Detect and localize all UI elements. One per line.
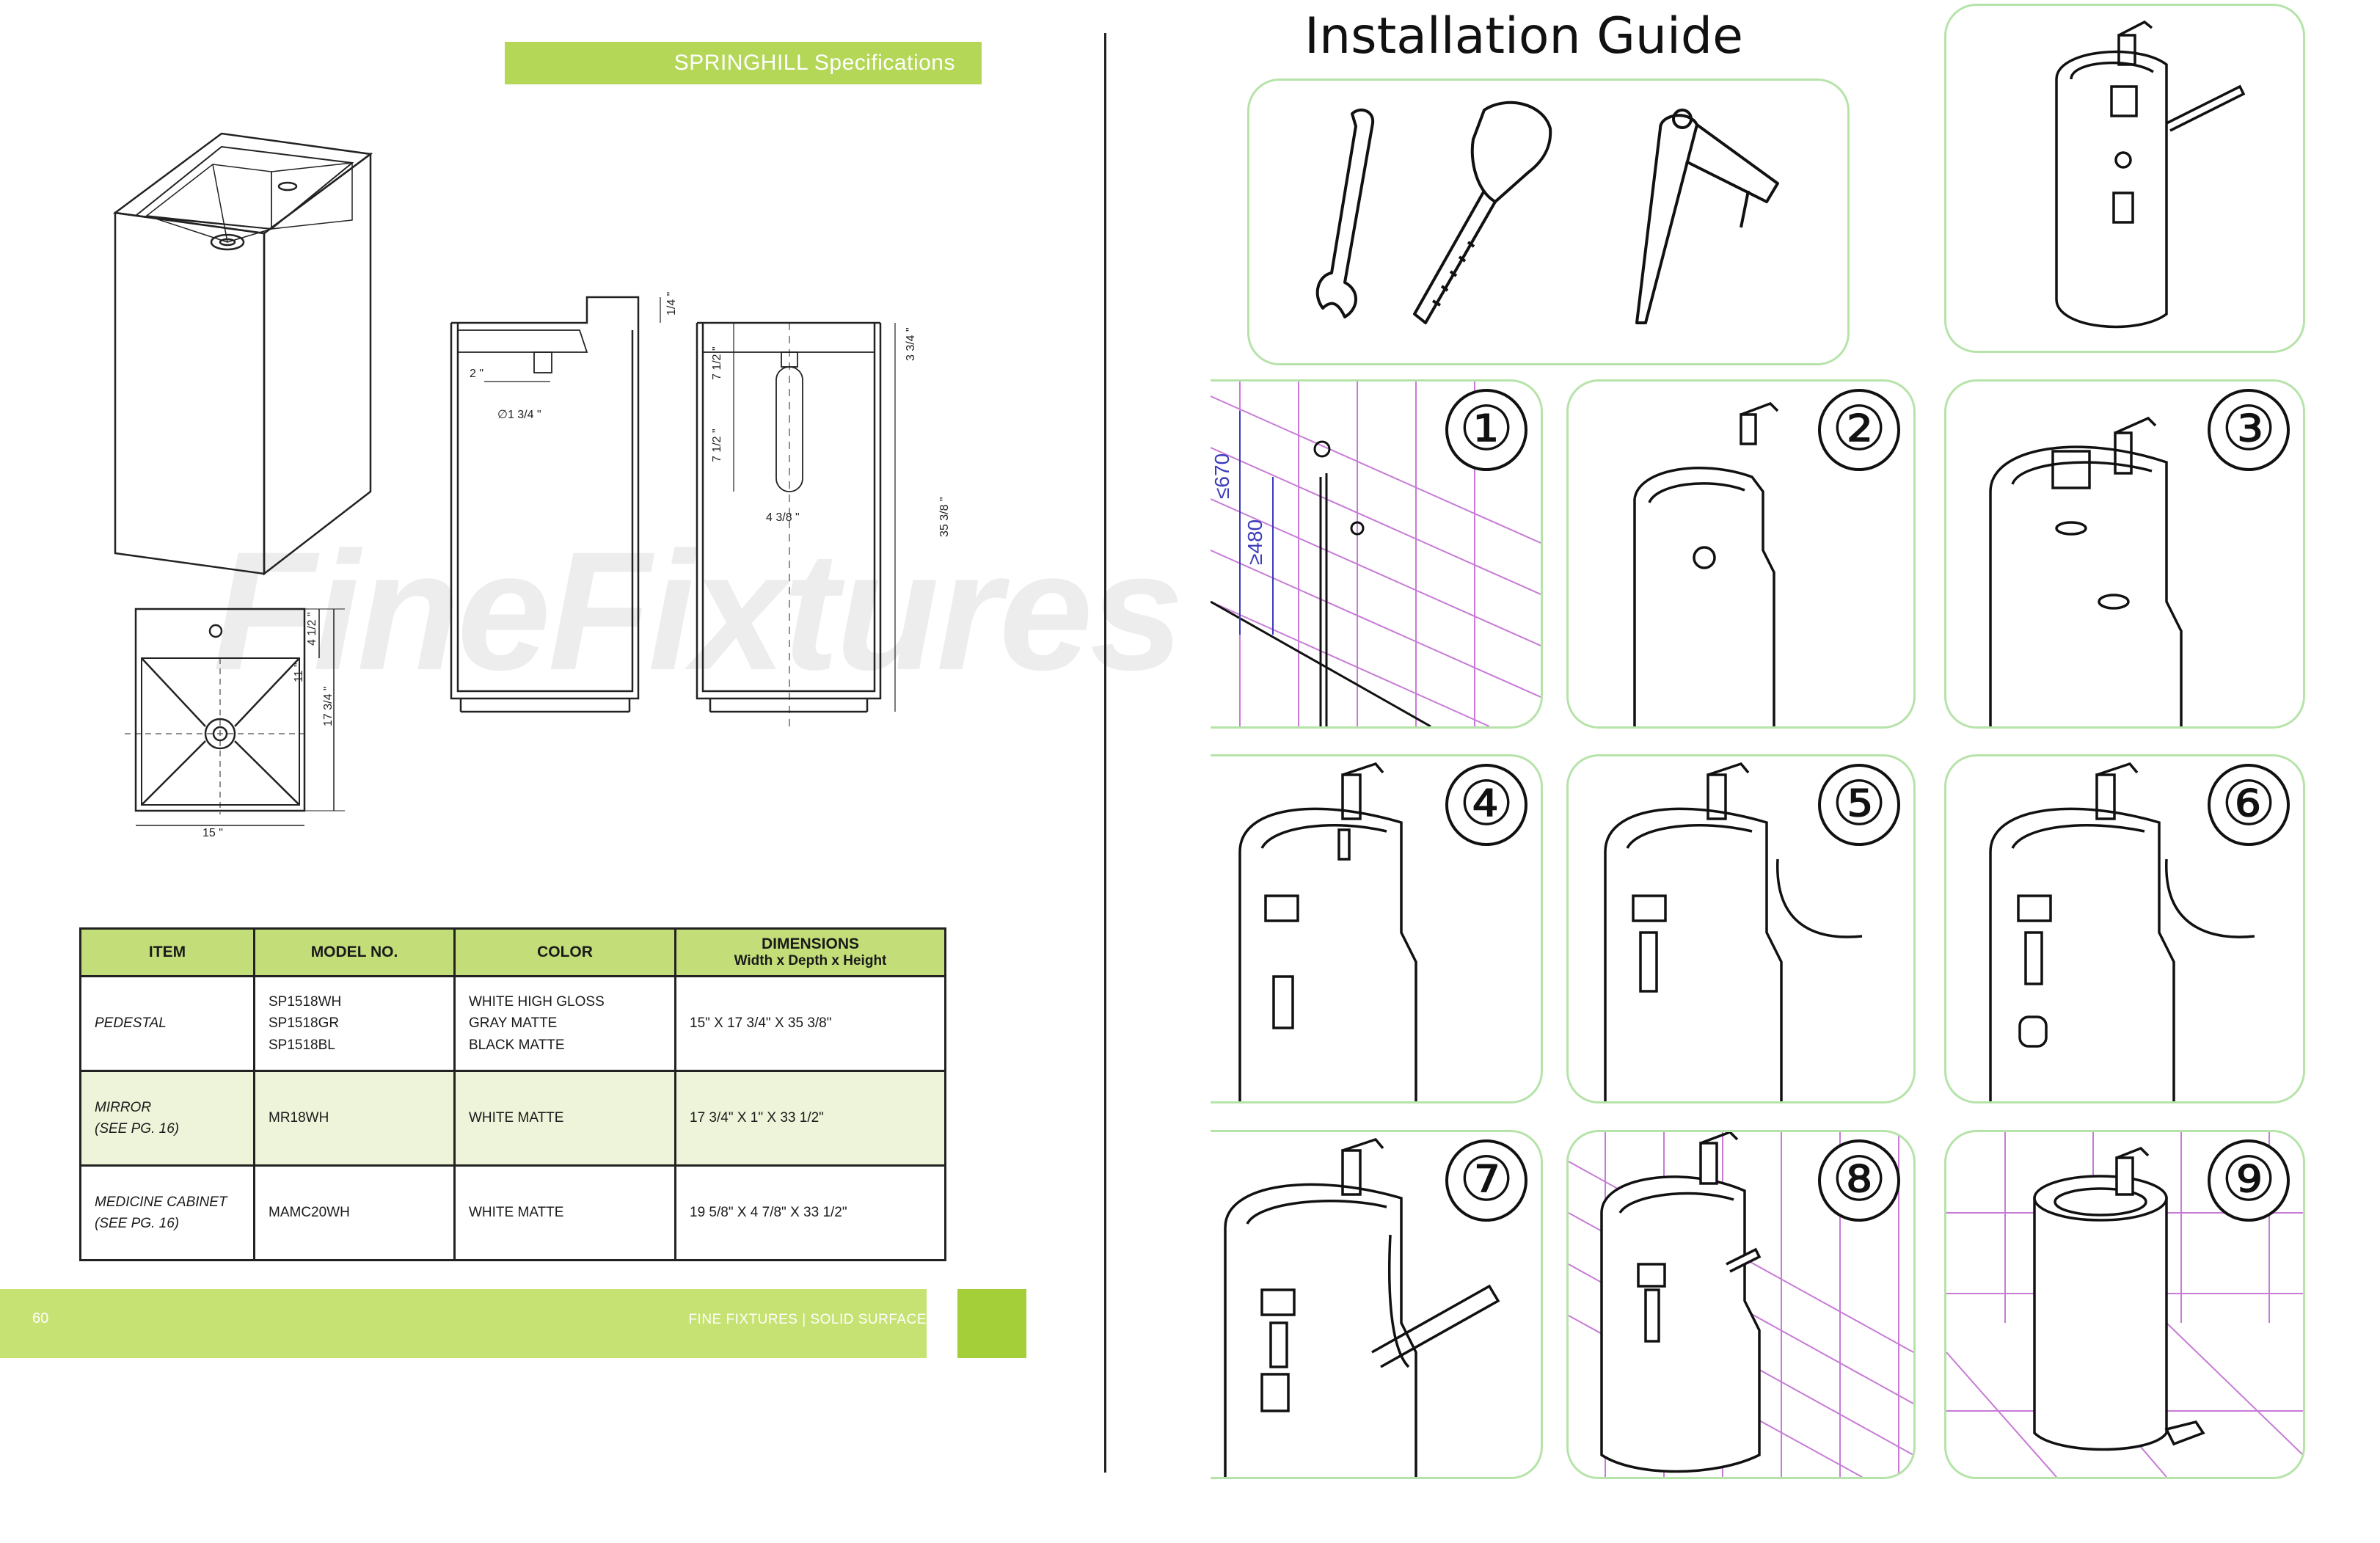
dim-top-lip: 1/4 "	[665, 292, 678, 315]
page-number: 60	[32, 1310, 49, 1327]
cell-color: WHITE MATTE	[453, 1164, 676, 1261]
step-4-illustration	[1238, 762, 1417, 1101]
step-5-panel: ⑤	[1566, 754, 1916, 1104]
tools-illustration	[1315, 101, 1779, 324]
wrench-icon	[1315, 108, 1375, 318]
header-item: ITEM	[79, 927, 255, 977]
cell-dimensions: 17 3/4" X 1" X 33 1/2"	[674, 1070, 946, 1167]
footer-brand: FINE FIXTURES | SOLID SURFACE	[688, 1312, 927, 1327]
pedestal-top-view-drawing: 15 " 4 1/2 " 11 " 17 3/4 "	[125, 608, 345, 839]
step-1-panel: ≤670 ≥480 ①	[1211, 379, 1543, 729]
item-name: PEDESTAL	[95, 1015, 167, 1032]
cell-color: WHITE MATTE	[453, 1070, 676, 1167]
spec-banner: SPRINGHILL Specifications	[505, 42, 982, 84]
assembly-overview-panel	[1944, 4, 2305, 353]
dim-drain-diameter: ∅1 3/4 "	[497, 409, 541, 421]
pedestal-isometric-drawing	[112, 132, 373, 576]
table-row: MEDICINE CABINET (SEE PG. 16) MAMC20WH WH…	[79, 1164, 946, 1261]
table-row: PEDESTAL SP1518WH SP1518GR SP1518BL WHITE …	[79, 975, 946, 1072]
step-number-4: ④	[1445, 764, 1527, 846]
step-number-7: ⑦	[1445, 1139, 1527, 1222]
step-1-illustration: ≤670 ≥480	[1211, 382, 1541, 726]
footer-accent-square	[957, 1289, 1026, 1358]
dim-width: 15 "	[202, 827, 223, 839]
step-3-panel: ③	[1944, 379, 2305, 729]
tape-measure-icon	[1413, 101, 1552, 324]
step-2-panel: ②	[1566, 379, 1916, 729]
cell-item: MEDICINE CABINET (SEE PG. 16)	[79, 1164, 255, 1261]
step-9-panel: ⑨	[1944, 1130, 2305, 1479]
table-row: MIRROR (SEE PG. 16) MR18WH WHITE MATTE 17…	[79, 1070, 946, 1167]
step-4-panel: ④	[1211, 754, 1543, 1104]
dim-depth: 17 3/4 "	[322, 686, 335, 726]
step-8-illustration	[1569, 1132, 1913, 1477]
step-1-max-height: ≤670	[1211, 453, 1233, 499]
step-number-1: ①	[1445, 389, 1527, 471]
step-3-illustration	[1989, 416, 2183, 726]
header-model: MODEL NO.	[253, 927, 456, 977]
item-name: MIRROR	[95, 1099, 152, 1115]
dim-total-height: 35 3/8 "	[938, 497, 951, 537]
footer-bar	[0, 1289, 927, 1358]
header-dimensions-sub: Width x Depth x Height	[734, 953, 887, 969]
step-number-5: ⑤	[1818, 764, 1900, 846]
cell-dimensions: 19 5/8" X 4 7/8" X 33 1/2"	[674, 1164, 946, 1261]
dim-trap-width: 4 3/8 "	[766, 511, 800, 524]
item-note: (SEE PG. 16)	[95, 1216, 180, 1231]
color-name: BLACK MATTE	[469, 1037, 565, 1053]
dim-faucet-offset: 4 1/2 "	[306, 612, 318, 646]
dim-upper-seven-half: 7 1/2 "	[711, 346, 723, 380]
step-number-3: ③	[2208, 389, 2290, 471]
cell-item: PEDESTAL	[79, 975, 255, 1072]
spec-banner-title: SPRINGHILL Specifications	[674, 51, 955, 75]
step-6-illustration	[1989, 762, 2255, 1101]
pedestal-front-section-drawing: 3 3/4 " 7 1/2 " 7 1/2 " 4 3/8 " 35 3/8 "	[696, 321, 951, 726]
color-name: WHITE HIGH GLOSS	[469, 993, 605, 1010]
model-number: SP1518GR	[269, 1015, 340, 1032]
dim-lower-seven-half: 7 1/2 "	[711, 428, 723, 462]
color-name: GRAY MATTE	[469, 1015, 558, 1032]
cell-dimensions: 15" X 17 3/4" X 35 3/8"	[674, 975, 946, 1072]
dim-eleven: 11 "	[293, 663, 305, 682]
dim-two-inch: 2 "	[470, 368, 483, 380]
page-divider	[1104, 33, 1106, 1473]
step-number-8: ⑧	[1818, 1139, 1900, 1222]
cell-model: MAMC20WH	[253, 1164, 456, 1261]
cell-item: MIRROR (SEE PG. 16)	[79, 1070, 255, 1167]
cell-model: MR18WH	[253, 1070, 456, 1167]
step-8-panel: ⑧	[1566, 1130, 1916, 1479]
step-7-illustration	[1224, 1137, 1500, 1477]
header-dimensions-label: DIMENSIONS	[761, 935, 859, 952]
step-2-illustration	[1633, 401, 1779, 726]
pedestal-side-section-drawing: 1/4 " 2 " ∅1 3/4 "	[450, 292, 678, 713]
caulk-gun-icon	[1635, 109, 1779, 324]
step-7-panel: ⑦	[1211, 1130, 1543, 1479]
model-number: SP1518BL	[269, 1037, 335, 1053]
header-color: COLOR	[453, 927, 676, 977]
cell-model: SP1518WH SP1518GR SP1518BL	[253, 975, 456, 1072]
watermark: FineFixtures	[213, 517, 1184, 705]
install-title: Installation Guide	[1304, 7, 1743, 65]
step-5-illustration	[1604, 762, 1863, 1101]
step-1-min-height: ≥480	[1244, 519, 1266, 565]
cell-color: WHITE HIGH GLOSS GRAY MATTE BLACK MATTE	[453, 975, 676, 1072]
item-note: (SEE PG. 16)	[95, 1121, 180, 1137]
item-name: MEDICINE CABINET	[95, 1194, 227, 1210]
step-number-9: ⑨	[2208, 1139, 2290, 1222]
step-number-2: ②	[1818, 389, 1900, 471]
step-number-6: ⑥	[2208, 764, 2290, 846]
assembly-overview-illustration	[2055, 20, 2246, 329]
step-6-panel: ⑥	[1944, 754, 2305, 1104]
model-number: SP1518WH	[269, 993, 342, 1010]
tools-panel	[1247, 79, 1850, 365]
dim-bowl-depth: 3 3/4 "	[905, 327, 917, 361]
